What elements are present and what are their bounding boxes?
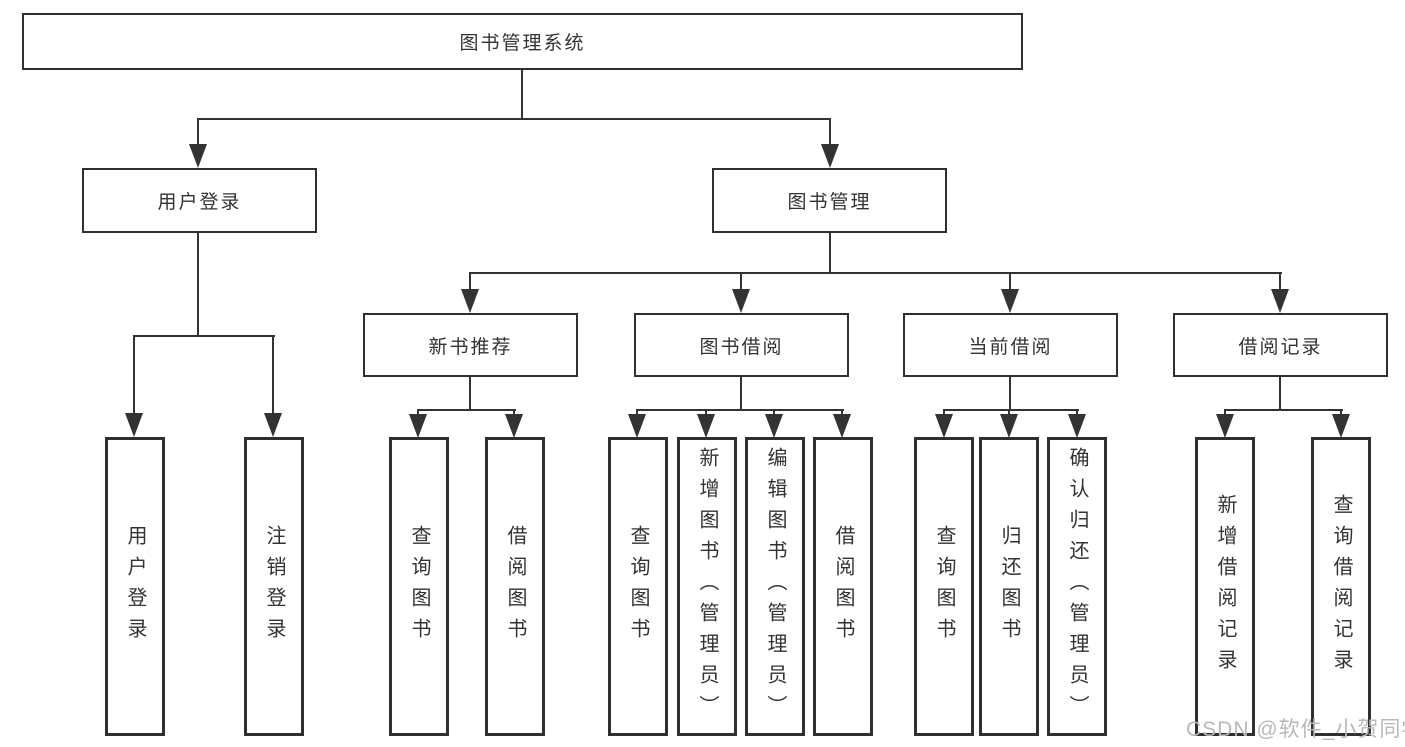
connector-drop [705,409,707,415]
node-book-borrowing-label: 图书借阅 [699,336,784,358]
connector-rail [636,409,844,411]
leaf-logout: 注销登录 [244,437,304,736]
node-book-management-label: 图书管理 [787,192,872,213]
leaf-user-login: 用户登录 [105,437,165,736]
arrow-down-icon [1332,414,1350,438]
leaf-borrowing-add-books-admin-label: 新增图书（管理员） [696,447,718,726]
node-new-book-recommend: 新书推荐 [363,313,578,377]
node-book-management: 图书管理 [712,168,947,233]
leaf-records-query-record: 查询借阅记录 [1311,437,1371,736]
connector-drop [1076,409,1078,415]
connector-stem [740,377,742,410]
leaf-borrowing-edit-books-admin: 编辑图书（管理员） [745,437,805,736]
node-current-borrowing: 当前借阅 [903,313,1118,377]
connector-drop [417,409,419,415]
connector-drop [773,409,775,415]
connector-rail [197,118,831,120]
connector-drop [1008,409,1010,415]
connector-rail [469,272,1282,274]
leaf-borrowing-edit-books-admin-label: 编辑图书（管理员） [764,447,786,726]
leaf-recommend-borrow-books-label: 借阅图书 [504,524,526,649]
node-library-system-label: 图书管理系统 [459,33,586,54]
node-borrow-records-label: 借阅记录 [1238,336,1323,358]
connector-stem [1279,377,1281,410]
arrow-down-icon [935,414,953,438]
arrow-down-icon [189,144,207,168]
leaf-recommend-borrow-books: 借阅图书 [485,437,545,736]
connector-drop [636,409,638,415]
connector-rail [133,335,275,337]
arrow-down-icon [1068,414,1086,438]
connector-drop [1224,409,1226,415]
connector-drop [943,409,945,415]
connector-drop [1009,272,1011,290]
leaf-current-query-books: 查询图书 [914,437,974,736]
connector-stem [469,377,471,410]
connector-stem [521,70,523,118]
leaf-current-return-books-label: 归还图书 [998,524,1020,649]
leaf-borrowing-add-books-admin: 新增图书（管理员） [677,437,737,736]
leaf-current-confirm-return-admin: 确认归还（管理员） [1047,437,1107,736]
connector-drop [272,335,274,414]
arrow-down-icon [125,413,143,437]
arrow-down-icon [628,414,646,438]
connector-drop [1279,272,1281,290]
leaf-borrowing-borrow-books-label: 借阅图书 [832,524,854,649]
connector-rail [1224,409,1343,411]
leaf-current-return-books: 归还图书 [979,437,1039,736]
node-current-borrowing-label: 当前借阅 [968,336,1053,358]
arrow-down-icon [765,414,783,438]
connector-stem [829,233,831,272]
node-library-system: 图书管理系统 [22,13,1023,70]
arrow-down-icon [833,414,851,438]
connector-drop [469,272,471,290]
connector-rail [943,409,1079,411]
node-borrow-records: 借阅记录 [1173,313,1388,377]
leaf-borrowing-query-books-label: 查询图书 [627,524,649,649]
leaf-borrowing-borrow-books: 借阅图书 [813,437,873,736]
connector-stem [197,233,199,335]
arrow-down-icon [505,414,523,438]
leaf-recommend-query-books: 查询图书 [389,437,449,736]
connector-rail [417,409,516,411]
arrow-down-icon [1001,289,1019,313]
leaf-records-query-record-label: 查询借阅记录 [1330,493,1352,680]
leaf-logout-label: 注销登录 [263,524,285,649]
node-new-book-recommend-label: 新书推荐 [428,336,513,358]
leaf-borrowing-query-books: 查询图书 [608,437,668,736]
arrow-down-icon [1000,414,1018,438]
arrow-down-icon [1216,414,1234,438]
leaf-current-confirm-return-admin-label: 确认归还（管理员） [1066,447,1088,726]
leaf-user-login-label: 用户登录 [124,524,146,649]
arrow-down-icon [697,414,715,438]
arrow-down-icon [461,289,479,313]
leaf-current-query-books-label: 查询图书 [933,524,955,649]
node-user-login-label: 用户登录 [157,192,242,213]
connector-drop [829,118,831,145]
connector-drop [133,335,135,414]
arrow-down-icon [821,144,839,168]
connector-stem [1009,377,1011,410]
node-user-login: 用户登录 [82,168,317,233]
connector-drop [841,409,843,415]
watermark: CSDN @软件_小贺同学 [1186,718,1405,741]
leaf-records-add-record-label: 新增借阅记录 [1214,493,1236,680]
connector-drop [513,409,515,415]
arrow-down-icon [409,414,427,438]
connector-drop [1340,409,1342,415]
arrow-down-icon [264,413,282,437]
arrow-down-icon [732,289,750,313]
connector-drop [197,118,199,145]
leaf-recommend-query-books-label: 查询图书 [408,524,430,649]
node-book-borrowing: 图书借阅 [634,313,849,377]
leaf-records-add-record: 新增借阅记录 [1195,437,1255,736]
arrow-down-icon [1271,289,1289,313]
connector-drop [740,272,742,290]
